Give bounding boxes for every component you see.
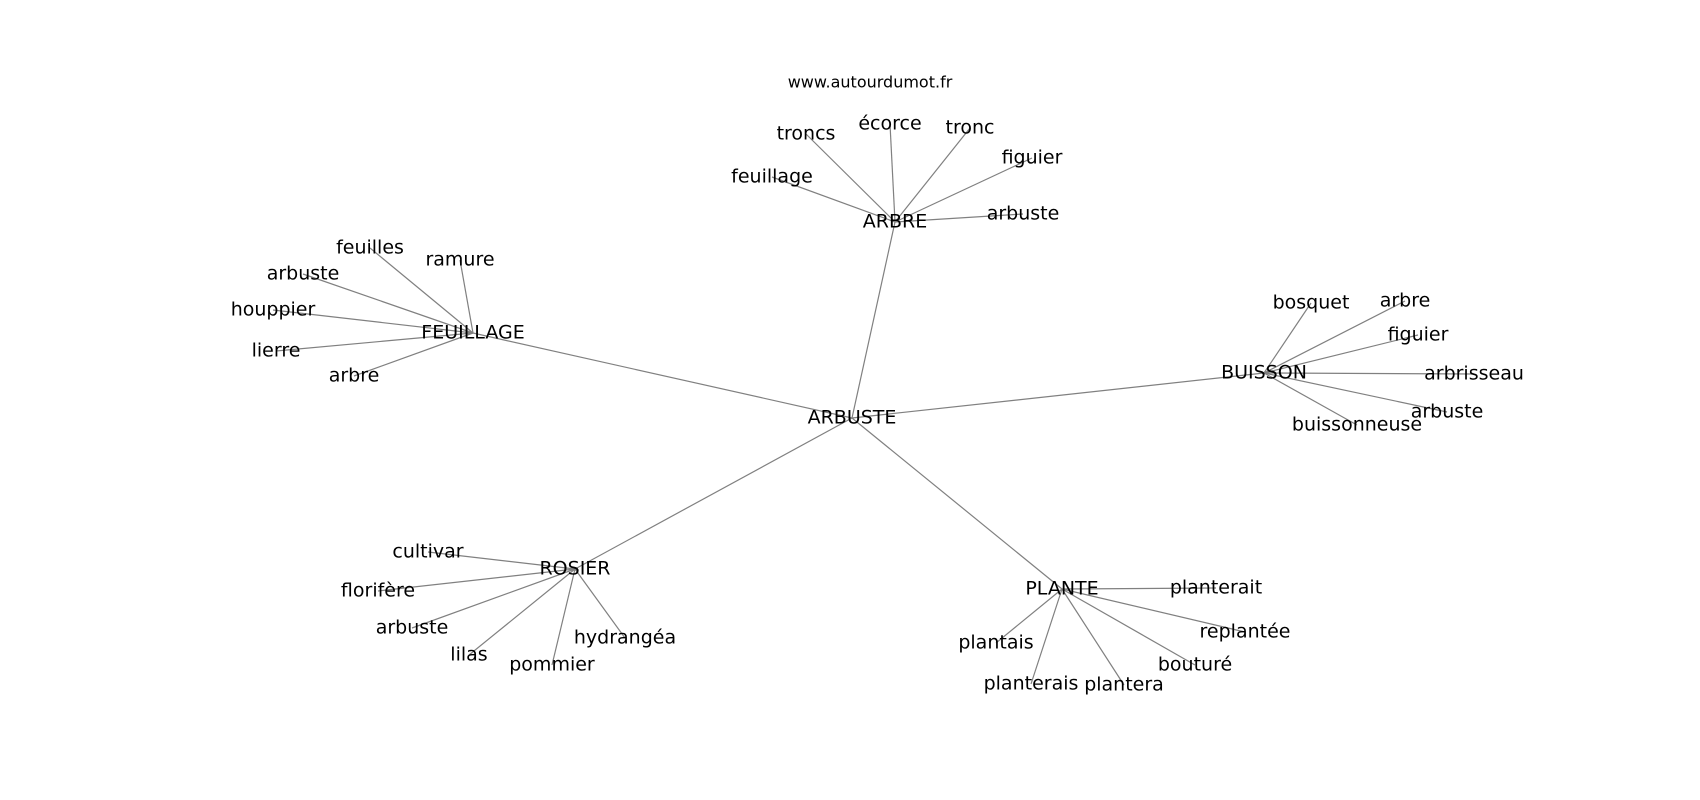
node-feuillage-arbre[interactable]: arbre bbox=[329, 365, 380, 387]
node-arbre-feuillage[interactable]: feuillage bbox=[731, 166, 813, 188]
node-arbre-ecorce[interactable]: écorce bbox=[858, 113, 921, 135]
site-url-label: www.autourdumot.fr bbox=[788, 73, 953, 92]
edge-plante-plantais bbox=[995, 588, 1063, 644]
node-center-arbuste[interactable]: ARBUSTE bbox=[808, 407, 897, 429]
node-rosier-florifere[interactable]: florifère bbox=[341, 580, 415, 602]
edge-buisson-bosquet bbox=[1263, 302, 1312, 374]
node-buisson-arbrisseau[interactable]: arbrisseau bbox=[1424, 363, 1524, 385]
edge-arbre-arbuste bbox=[894, 213, 1024, 223]
edge-plante-planterais bbox=[1030, 588, 1063, 685]
edge-rosier-hydrangea bbox=[574, 568, 626, 639]
edge-feuillage-ramure bbox=[459, 259, 474, 334]
edge-buisson-arbuste bbox=[1263, 372, 1448, 413]
edge-arbre-ecorce bbox=[889, 123, 896, 223]
edge-arbre-feuillage bbox=[771, 176, 896, 223]
edge-plante-replantee bbox=[1061, 588, 1246, 633]
edge-rosier-cultivar bbox=[427, 551, 576, 570]
edge-arbre-tronc bbox=[894, 127, 971, 223]
node-buisson-figuier[interactable]: figuier bbox=[1388, 324, 1449, 346]
node-feuillage-feuilles[interactable]: feuilles bbox=[336, 237, 404, 259]
edge-center-arbre bbox=[851, 221, 896, 419]
node-rosier-pommier[interactable]: pommier bbox=[509, 654, 595, 676]
node-arbre-figuier[interactable]: figuier bbox=[1002, 147, 1063, 169]
edge-rosier-pommier bbox=[551, 568, 576, 666]
edge-rosier-lilas bbox=[468, 568, 576, 656]
node-rosier-hydrangea[interactable]: hydrangéa bbox=[574, 627, 676, 649]
node-feuillage-lierre[interactable]: lierre bbox=[252, 340, 301, 362]
node-feuillage-ramure[interactable]: ramure bbox=[425, 249, 494, 271]
graph-nodes: ARBUSTE ARBRE troncs écorce tronc figuier feui… bbox=[231, 113, 1524, 696]
edge-center-feuillage bbox=[472, 332, 853, 419]
edge-buisson-arbrisseau bbox=[1263, 372, 1475, 375]
edge-plante-plantera bbox=[1061, 588, 1125, 686]
node-feuillage-arbuste[interactable]: arbuste bbox=[267, 263, 340, 285]
node-arbre[interactable]: ARBRE bbox=[863, 211, 927, 233]
node-plante-plantera[interactable]: plantera bbox=[1084, 674, 1164, 696]
node-plante-plantais[interactable]: plantais bbox=[958, 632, 1033, 654]
node-plante-planterais[interactable]: planterais bbox=[984, 673, 1079, 695]
edge-rosier-florifere bbox=[377, 568, 576, 592]
node-arbre-tronc[interactable]: tronc bbox=[946, 117, 995, 139]
edge-plante-planterait bbox=[1061, 587, 1217, 590]
edge-plante-bouture bbox=[1061, 588, 1196, 666]
node-rosier-cultivar[interactable]: cultivar bbox=[392, 541, 463, 563]
edge-center-rosier bbox=[574, 417, 853, 570]
node-rosier[interactable]: ROSIER bbox=[539, 558, 610, 580]
edge-arbre-figuier bbox=[894, 157, 1033, 223]
node-buisson-buissonneuse[interactable]: buissonneuse bbox=[1292, 414, 1422, 436]
edge-buisson-figuier bbox=[1263, 334, 1419, 374]
edge-center-plante bbox=[851, 417, 1063, 590]
edge-feuillage-feuilles bbox=[369, 247, 474, 334]
edge-feuillage-lierre bbox=[275, 332, 474, 352]
node-feuillage-houppier[interactable]: houppier bbox=[231, 299, 316, 321]
node-arbre-arbuste[interactable]: arbuste bbox=[987, 203, 1060, 225]
graph-edges bbox=[272, 123, 1475, 686]
node-rosier-lilas[interactable]: lilas bbox=[450, 644, 487, 666]
node-buisson-arbuste[interactable]: arbuste bbox=[1411, 401, 1484, 423]
edge-buisson-buissonneuse bbox=[1263, 372, 1358, 426]
node-plante-planterait[interactable]: planterait bbox=[1170, 577, 1262, 599]
edge-feuillage-houppier bbox=[272, 309, 474, 334]
edge-feuillage-arbuste bbox=[302, 273, 474, 334]
node-arbre-troncs[interactable]: troncs bbox=[777, 123, 836, 145]
node-plante[interactable]: PLANTE bbox=[1025, 578, 1098, 600]
node-rosier-arbuste[interactable]: arbuste bbox=[376, 617, 449, 639]
edge-feuillage-arbre bbox=[353, 332, 474, 377]
node-plante-replantee[interactable]: replantée bbox=[1200, 621, 1291, 643]
edge-center-buisson bbox=[851, 372, 1265, 419]
node-feuillage[interactable]: FEUILLAGE bbox=[421, 322, 524, 344]
edge-buisson-arbre bbox=[1263, 300, 1406, 374]
node-buisson-arbre[interactable]: arbre bbox=[1380, 290, 1431, 312]
edge-rosier-arbuste bbox=[411, 568, 576, 629]
node-plante-bouture[interactable]: bouturé bbox=[1158, 654, 1232, 676]
edge-arbre-troncs bbox=[805, 133, 896, 223]
node-buisson[interactable]: BUISSON bbox=[1221, 362, 1307, 384]
node-buisson-bosquet[interactable]: bosquet bbox=[1273, 292, 1350, 314]
